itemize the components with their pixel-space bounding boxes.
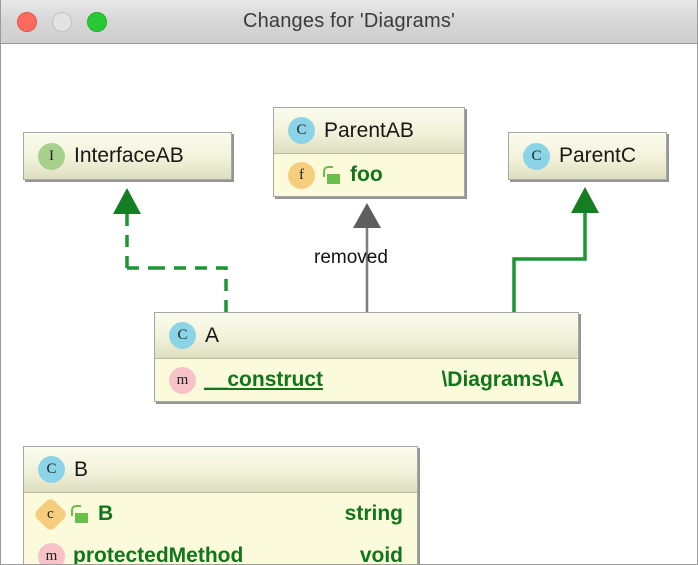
class-badge-icon: C — [38, 456, 65, 483]
edge-implements-interfaceab — [113, 188, 228, 312]
minimize-button[interactable] — [52, 12, 72, 32]
window-titlebar: Changes for 'Diagrams' — [1, 0, 697, 44]
extends-edge-line — [512, 206, 587, 312]
node-header-classb: C B — [24, 447, 417, 493]
member-name: B — [98, 502, 114, 525]
interface-badge-icon: I — [38, 142, 65, 170]
close-button[interactable] — [17, 12, 37, 32]
member-type: string — [344, 502, 403, 525]
extends-arrowhead-icon — [571, 187, 599, 213]
node-header-classa: C A — [155, 313, 578, 359]
edge-layer — [113, 187, 599, 312]
node-title-interfaceab: InterfaceAB — [74, 144, 184, 167]
uml-node-classb[interactable]: C B c B string m protectedMethod void — [23, 446, 418, 564]
node-header-interfaceab: I InterfaceAB — [24, 133, 231, 179]
class-badge-icon: C — [523, 142, 550, 170]
constant-badge-icon: c — [32, 496, 69, 532]
method-badge-icon: m — [38, 542, 65, 564]
window-title: Changes for 'Diagrams' — [242, 10, 456, 32]
edge-extends-parentc — [512, 187, 599, 312]
uml-node-parentab[interactable]: C ParentAB f foo — [273, 107, 465, 197]
diagram-canvas[interactable]: removed I InterfaceAB C ParentAB f — [1, 44, 697, 564]
implements-edge-line — [153, 266, 228, 312]
implements-arrowhead-icon — [113, 188, 141, 214]
node-header-parentc: C ParentC — [509, 133, 666, 179]
member-name: foo — [350, 163, 383, 186]
node-title-parentab: ParentAB — [324, 118, 414, 142]
edge-label-removed: removed — [314, 247, 388, 268]
class-badge-icon: C — [169, 322, 196, 349]
uml-node-classa[interactable]: C A m __construct \Diagrams\A — [154, 312, 579, 402]
window-controls — [17, 0, 107, 44]
uml-node-parentc[interactable]: C ParentC — [508, 132, 667, 180]
node-member-row[interactable]: f foo — [274, 154, 464, 196]
member-type: void — [359, 544, 403, 564]
node-title-classa: A — [205, 323, 220, 347]
zoom-button[interactable] — [87, 12, 107, 32]
member-name: protectedMethod — [73, 544, 244, 564]
uml-node-interfaceab[interactable]: I InterfaceAB — [23, 132, 232, 180]
edge-extends-parentab-removed — [353, 203, 381, 312]
node-title-classb: B — [74, 457, 89, 481]
node-title-parentc: ParentC — [559, 144, 637, 167]
function-badge-icon: f — [288, 161, 315, 189]
node-header-parentab: C ParentAB — [274, 108, 464, 154]
open-lock-icon — [323, 166, 340, 184]
node-member-row[interactable]: m __construct \Diagrams\A — [155, 359, 578, 401]
member-type: \Diagrams\A — [441, 368, 564, 391]
class-badge-icon: C — [288, 117, 315, 144]
open-lock-icon — [71, 505, 88, 523]
member-name: __construct — [204, 368, 324, 391]
method-badge-icon: m — [169, 366, 196, 394]
node-member-row[interactable]: c B string — [24, 493, 417, 535]
node-member-row[interactable]: m protectedMethod void — [24, 535, 417, 564]
removed-arrowhead-icon — [353, 203, 381, 228]
